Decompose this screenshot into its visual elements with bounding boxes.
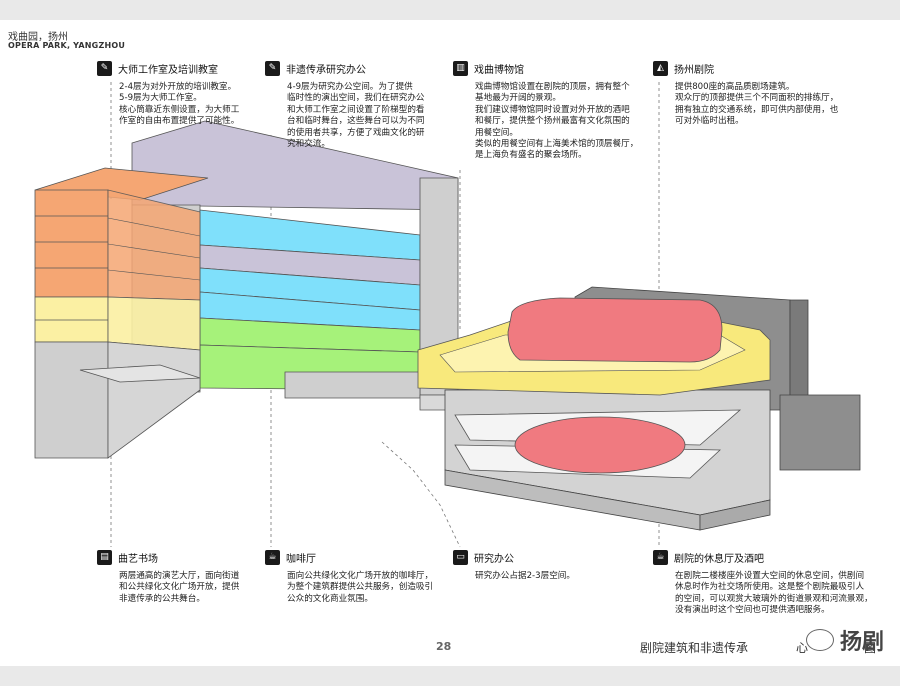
- annotation-title: 研究办公: [474, 554, 514, 565]
- annotation-museum: ▥ 戏曲博物馆 戏曲博物馆设置在剧院的顶层，拥有整个 基地最为开阔的景观。 我们…: [453, 61, 668, 162]
- studio-tower: [34, 167, 209, 459]
- annotation-stage: ▤ 曲艺书场 两层通高的演艺大厅，面向街道 和公共绿化文化广场开放，提供 非遗传…: [97, 550, 312, 605]
- research-office-icon: ▭: [453, 550, 468, 565]
- stage-icon: ▤: [97, 550, 112, 565]
- annotation-research-office: ▭ 研究办公 研究办公占据2-3层空间。: [453, 550, 668, 582]
- bottom-band: [0, 666, 900, 686]
- annotation-cafe: ☕ 咖啡厅 面向公共绿化文化广场开放的咖啡厅， 为整个建筑群提供公共服务，创造吸…: [265, 550, 480, 605]
- footer-title-main: 剧院建筑和非遗传承: [640, 641, 749, 655]
- annotation-text: 面向公共绿化文化广场开放的咖啡厅， 为整个建筑群提供公共服务，创造吸引 公众的文…: [287, 571, 434, 604]
- annotation-title: 非遗传承研究办公: [286, 65, 366, 76]
- annotation-text: 提供800座的高品质剧场建筑。 观众厅的顶部提供三个不同面积的排练厅， 拥有独立…: [675, 82, 839, 127]
- top-band: [0, 0, 900, 20]
- annotation-text: 在剧院二楼楼座外设置大空间的休息空间，供剧间 休息时作为社交场所使用。这是整个剧…: [675, 571, 873, 616]
- cafe-icon: ☕: [265, 550, 280, 565]
- annotation-title: 剧院的休息厅及酒吧: [674, 554, 764, 565]
- header-title-cn: 戏曲园，扬州: [8, 32, 68, 43]
- annotation-studio: ✎ 大师工作室及培训教室 2-4层为对外开放的培训教室。 5-9层为大师工作室。…: [97, 61, 312, 128]
- annotation-title: 戏曲博物馆: [474, 65, 524, 76]
- office-icon: ✎: [265, 61, 280, 76]
- watermark: 扬剧: [806, 624, 884, 656]
- header-title-en: OPERA PARK, YANGZHOU: [8, 41, 126, 50]
- footer-title-end: 图: [864, 641, 877, 655]
- footer-title-tail: 心: [796, 641, 809, 655]
- chat-bubble-icon: [806, 629, 834, 651]
- annotation-title: 曲艺书场: [118, 554, 158, 565]
- watermark-text: 扬剧: [840, 630, 885, 655]
- annotation-title: 咖啡厅: [286, 554, 316, 565]
- lounge-icon: ☕: [653, 550, 668, 565]
- studio-icon: ✎: [97, 61, 112, 76]
- annotation-text: 戏曲博物馆设置在剧院的顶层，拥有整个 基地最为开阔的景观。 我们建议博物馆同时设…: [475, 82, 639, 161]
- footer-title: 剧院建筑和非遗传承 心 图: [640, 639, 876, 656]
- annotation-office: ✎ 非遗传承研究办公 4-9层为研究办公空间。为了提供 临时性的演出空间，我们在…: [265, 61, 480, 150]
- theater-icon: ◭: [653, 61, 668, 76]
- annotation-text: 两层通高的演艺大厅，面向街道 和公共绿化文化广场开放，提供 非遗传承的公共舞台。: [119, 571, 240, 604]
- annotation-text: 4-9层为研究办公空间。为了提供 临时性的演出空间，我们在研究办公 和大师工作室…: [287, 82, 425, 150]
- annotation-theater: ◭ 扬州剧院 提供800座的高品质剧场建筑。 观众厅的顶部提供三个不同面积的排练…: [653, 61, 868, 128]
- annotation-text: 研究办公占据2-3层空间。: [475, 571, 575, 581]
- leader-line: [381, 441, 461, 548]
- theater-block: [417, 286, 861, 531]
- museum-icon: ▥: [453, 61, 468, 76]
- annotation-title: 大师工作室及培训教室: [118, 65, 218, 76]
- annotation-text: 2-4层为对外开放的培训教室。 5-9层为大师工作室。 核心筒靠近东侧设置，为大…: [119, 82, 240, 127]
- annotation-lounge: ☕ 剧院的休息厅及酒吧 在剧院二楼楼座外设置大空间的休息空间，供剧间 休息时作为…: [653, 550, 893, 617]
- page-number: 28: [436, 640, 452, 653]
- annotation-title: 扬州剧院: [674, 65, 714, 76]
